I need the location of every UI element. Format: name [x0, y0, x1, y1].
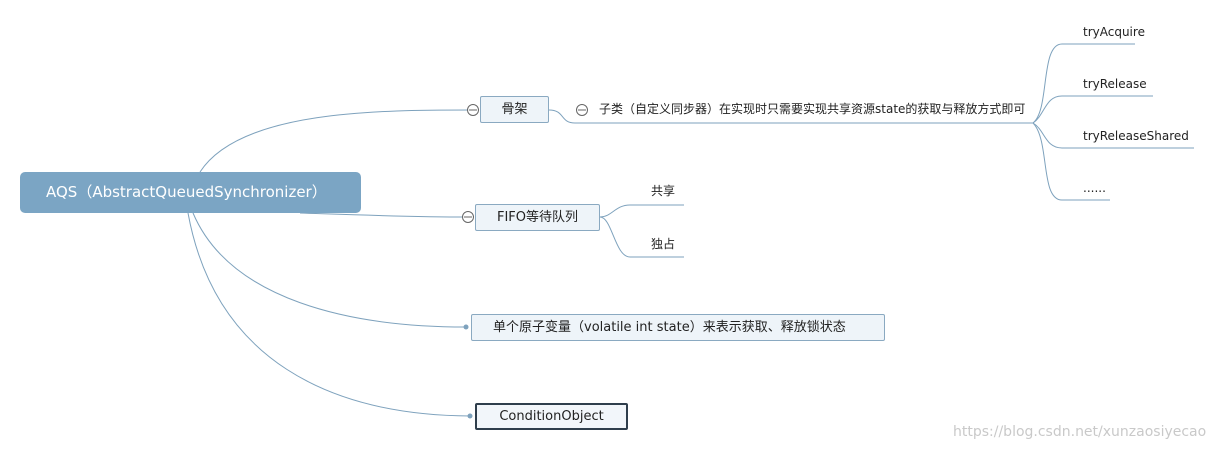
state-node[interactable]: 单个原子变量（volatile int state）来表示获取、释放锁状态	[471, 314, 885, 341]
fifo-share-node[interactable]: 共享	[651, 184, 676, 198]
link-fifo-share	[599, 204, 684, 218]
subclass-node[interactable]: 子类（自定义同步器）在实现时只需要实现共享资源state的获取与释放方式即可	[599, 102, 1026, 116]
link-root-state	[192, 212, 467, 328]
fifo-exclusive-node[interactable]: 独占	[651, 237, 676, 251]
collapse-minus-icon	[467, 104, 479, 116]
link-root-skeleton	[199, 109, 474, 173]
connector-dot-icon	[463, 324, 469, 330]
method-ellipsis[interactable]: ......	[1083, 181, 1106, 195]
collapse-minus-icon	[576, 104, 588, 116]
skeleton-node[interactable]: 骨架	[480, 96, 549, 123]
root-node[interactable]: AQS（AbstractQueuedSynchronizer）	[20, 172, 361, 213]
link-subclass-tryacquire	[1032, 43, 1135, 124]
link-skeleton-subclass	[548, 109, 1033, 124]
condition-object-node[interactable]: ConditionObject	[475, 403, 628, 430]
connector-dot-icon	[467, 413, 473, 419]
method-tryrelease[interactable]: tryRelease	[1083, 77, 1147, 91]
link-fifo-exclusive	[599, 216, 684, 258]
collapse-minus-icon	[462, 211, 474, 223]
link-subclass-tryrelease	[1032, 95, 1153, 124]
link-subclass-tryreleaseshared	[1032, 122, 1194, 149]
method-tryreleaseshared[interactable]: tryReleaseShared	[1083, 129, 1189, 143]
link-root-fifo	[299, 212, 469, 218]
method-tryacquire[interactable]: tryAcquire	[1083, 25, 1145, 39]
link-subclass-dots	[1032, 122, 1110, 201]
fifo-queue-node[interactable]: FIFO等待队列	[475, 204, 600, 231]
link-root-condition	[187, 212, 471, 417]
watermark: https://blog.csdn.net/xunzaosiyecao	[953, 424, 1207, 440]
